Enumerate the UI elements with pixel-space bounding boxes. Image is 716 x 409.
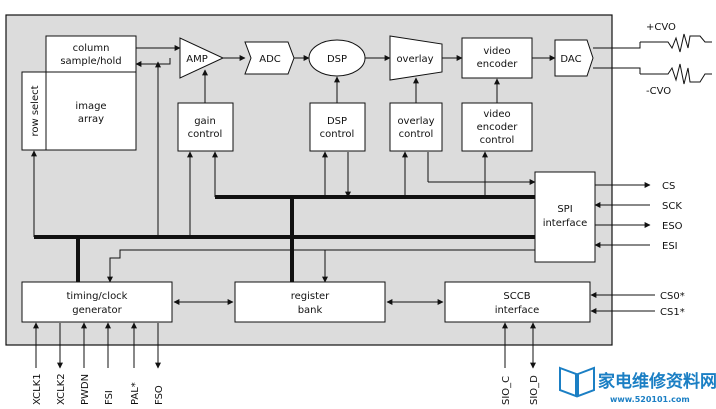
pin-cs0: CS0* — [660, 291, 685, 302]
cvo-waveforms — [640, 33, 712, 85]
amp-block: AMP — [179, 37, 225, 79]
overlay-control-label-1: overlay — [397, 116, 434, 127]
sccb-label-2: interface — [495, 305, 540, 316]
pin-xclk1: XCLK1 — [32, 373, 43, 405]
image-sensor-block: column sample/hold row select image arra… — [21, 35, 137, 151]
pin-fsi: FSI — [104, 390, 115, 405]
cvo-plus-label: +CVO — [646, 22, 676, 33]
watermark: 家电维修资料网 www.520101.com — [559, 366, 716, 404]
vec-label-3: control — [480, 135, 515, 146]
pin-cs: CS — [662, 181, 675, 192]
dsp-label: DSP — [327, 54, 347, 65]
gain-label-1: gain — [194, 116, 216, 127]
register-bank-block: register bank — [234, 281, 386, 323]
sccb-interface-block: SCCB interface — [444, 281, 591, 323]
adc-label: ADC — [259, 54, 281, 65]
timing-label-2: generator — [72, 305, 122, 316]
vec-label-2: encoder — [477, 122, 519, 133]
image-array-label-2: array — [78, 114, 104, 125]
column-label-2: sample/hold — [60, 56, 121, 67]
pin-fso: FSO — [154, 385, 165, 405]
column-label-1: column — [73, 43, 110, 54]
overlay-block: overlay — [389, 35, 443, 81]
video-encoder-block: video encoder — [461, 37, 533, 79]
pin-pwdn: PWDN — [80, 374, 91, 405]
dac-label: DAC — [560, 54, 581, 65]
video-encoder-label-1: video — [483, 46, 510, 57]
pin-xclk2: XCLK2 — [56, 373, 67, 405]
cvo-minus-label: -CVO — [646, 86, 671, 97]
spi-label-2: interface — [543, 218, 588, 229]
pin-sck: SCK — [662, 201, 682, 212]
signal-path — [135, 42, 641, 103]
main-bus — [34, 195, 535, 282]
pin-eso: ESO — [662, 221, 683, 232]
video-encoder-label-2: encoder — [477, 59, 519, 70]
spi-label-1: SPI — [557, 204, 572, 215]
image-array-label-1: image — [75, 101, 106, 112]
gain-control-block: gain control — [177, 102, 234, 152]
register-label-1: register — [291, 291, 330, 302]
amp-label: AMP — [186, 54, 208, 65]
pin-sio-d: SIO_D — [529, 375, 540, 405]
video-encoder-control-block: video encoder control — [461, 102, 533, 152]
watermark-book-icon — [559, 366, 595, 398]
row-select-label: row select — [30, 85, 41, 136]
overlay-label: overlay — [396, 54, 433, 65]
overlay-control-block: overlay control — [389, 102, 443, 152]
timing-generator-block: timing/clock generator — [21, 281, 173, 323]
gain-label-2: control — [188, 129, 223, 140]
watermark-text: 家电维修资料网 — [598, 371, 716, 392]
pin-cs1: CS1* — [660, 307, 685, 318]
spi-pin-lines — [594, 182, 651, 248]
adc-block: ADC — [244, 41, 295, 75]
dsp-block: DSP — [308, 39, 366, 77]
sccb-label-1: SCCB — [503, 291, 530, 302]
dac-block: DAC — [554, 39, 594, 77]
spi-interface-block: SPI interface — [534, 171, 596, 263]
dsp-control-block: DSP control — [309, 102, 366, 152]
timing-label-1: timing/clock — [67, 291, 128, 302]
dsp-control-label-2: control — [320, 129, 355, 140]
pin-pal: PAL* — [130, 382, 141, 405]
dsp-control-label-1: DSP — [327, 116, 347, 127]
vec-label-1: video — [483, 109, 510, 120]
overlay-control-label-2: control — [399, 129, 434, 140]
pin-sio-c: SIO_C — [501, 376, 512, 405]
pin-esi: ESI — [662, 241, 678, 252]
watermark-url: www.520101.com — [610, 395, 690, 404]
sccb-pin-lines — [590, 292, 655, 314]
register-label-2: bank — [298, 305, 323, 316]
bus-connections — [31, 61, 536, 305]
bottom-pin-lines — [33, 322, 536, 369]
